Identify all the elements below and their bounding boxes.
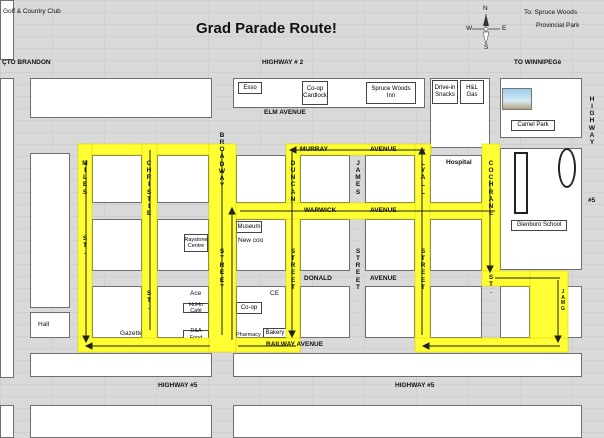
highway-2-label: HIGHWAY # 2: [262, 59, 304, 66]
spruce-woods-label: To: Spruce Woods: [524, 9, 577, 16]
route-fill: [77, 143, 569, 353]
ce-label: CE: [270, 290, 280, 297]
miles-label: M I L E S: [82, 160, 88, 196]
block-south-left: [30, 353, 212, 377]
hl-gas-box: H&L Gas: [460, 80, 484, 104]
compass-s: S: [484, 44, 489, 51]
james-label: J A M E S: [355, 160, 361, 196]
block-hospital: [430, 155, 482, 203]
raystone-line2: Centre: [187, 243, 205, 249]
highway5-right-label: HIGHWAY #5: [395, 382, 435, 389]
compass-n: N: [483, 5, 488, 12]
pharmacy-label: Pharmacy: [236, 332, 261, 338]
glenboro-school-box: Glenboro School: [511, 220, 567, 231]
christie-label: C H R I S T I E: [146, 160, 152, 217]
compass-icon: [472, 14, 500, 45]
school-rect-icon: [514, 152, 528, 214]
coop-cardlock-line1: Co-op: [306, 86, 324, 93]
duncan-label: D U N C A N: [290, 160, 296, 203]
highway-vertical-label: H I G H W A Y: [588, 96, 596, 146]
block-r1-c2: [157, 155, 209, 203]
spruce-woods-inn-box: Spruce Woods Inn: [366, 82, 416, 104]
block-r2-c5: [365, 219, 415, 271]
gazette-label: Gazette: [120, 330, 143, 337]
hl-line1: H&L: [466, 85, 478, 92]
miles-st-label: S T .: [82, 235, 88, 257]
block-r3-c4: [300, 286, 350, 338]
lyall-label: L Y A L L: [420, 160, 426, 196]
compass-e: E: [502, 25, 507, 32]
provincial-park-label: Provincial Park: [536, 22, 580, 29]
james-street-label: S T R E E T: [355, 248, 361, 291]
route-arrows: [82, 146, 562, 350]
donald-avenue-label: AVENUE: [370, 275, 397, 282]
hall-label: Hall: [38, 321, 50, 328]
block-bottom-right: [233, 405, 582, 438]
block-r3-c1: [92, 286, 142, 338]
donald-label: DONALD: [304, 275, 332, 282]
highway5-left-label: HIGHWAY #5: [158, 382, 198, 389]
compass-w: W: [466, 25, 473, 32]
small-vertical-label: J A M G: [560, 289, 566, 312]
block-r3-c7: [500, 286, 530, 338]
lyall-street-label: S T R E E T: [420, 248, 426, 291]
broadway-label: B R O A D W A Y: [218, 132, 226, 189]
golf-club-block: [0, 0, 14, 60]
block-r2-c4: [300, 219, 350, 271]
block-r3-c5: [365, 286, 415, 338]
block-r2-c1: [92, 219, 142, 271]
broadway-street-label: S T R E E T: [219, 248, 225, 291]
block-r2-c6: [430, 219, 482, 271]
warwick-avenue-label: AVENUE: [370, 207, 397, 214]
coop-cardlock-box: Co-op Cardlock: [302, 81, 328, 105]
block-r1-c1: [92, 155, 142, 203]
school-oval-icon: [558, 148, 576, 188]
to-brandon-label: ÇTO BRANDON: [2, 59, 51, 66]
block-r1-c4: [300, 155, 350, 203]
camel-icon: [502, 88, 532, 110]
block-hall: [30, 312, 70, 338]
esso-box: Esso: [238, 82, 262, 94]
camel-park-box: Camel Park: [511, 120, 555, 131]
block-r1-c5: [365, 155, 415, 203]
block-south-right: [233, 353, 582, 377]
murray-avenue-label: AVENUE: [370, 146, 397, 153]
spruce-inn-line2: Inn: [386, 93, 396, 99]
block-top-left: [30, 78, 212, 118]
hoho-cafe-box: HoHo Café: [183, 302, 209, 314]
hwy5-vertical-label: #5: [588, 197, 596, 204]
raystone-centre-box: Raystone Centre: [184, 234, 208, 252]
to-winnipeg-label: TO WINNIPEGè: [514, 59, 562, 66]
elm-avenue-label: ELM AVENUE: [264, 109, 306, 116]
drivein-snacks-box: Drive-in Snacks: [432, 80, 458, 104]
block-r3-c6: [430, 286, 482, 338]
ace-label: Ace: [190, 290, 202, 297]
new-coo-label: New coo: [238, 237, 264, 244]
block-bottom-mid: [30, 405, 212, 438]
duncan-street-label: S T R E E T: [290, 248, 296, 291]
christie-st-label: S T .: [146, 290, 152, 312]
cochrane-st-label: S T .: [488, 274, 494, 296]
murray-label: MURRAY: [300, 146, 328, 153]
warwick-label: WARWICK: [304, 207, 337, 214]
cochrane-label: C O C H R A N E: [488, 160, 494, 217]
coop-box: Co-op: [236, 302, 262, 314]
block-r1-c3: [236, 155, 286, 203]
hl-line2: Gas: [466, 92, 478, 98]
museum-box: Museum: [236, 221, 262, 233]
drivein-line2: Snacks: [435, 92, 455, 98]
drivein-line1: Drive-in: [434, 85, 456, 92]
spruce-inn-line1: Spruce Woods: [371, 86, 411, 93]
hospital-label: Hospital: [446, 159, 472, 166]
raystone-line1: Raystone: [184, 236, 208, 243]
page-title: Grad Parade Route!: [196, 20, 337, 37]
railway-avenue-label: RAILWAY AVENUE: [266, 341, 324, 348]
golf-club-label: Golf & Country Club: [3, 8, 61, 15]
coop-cardlock-line2: Cardlock: [303, 93, 327, 99]
block-r1-c0: [30, 153, 70, 308]
compass-rose: N S W E: [466, 5, 507, 52]
block-far-left: [0, 78, 14, 378]
